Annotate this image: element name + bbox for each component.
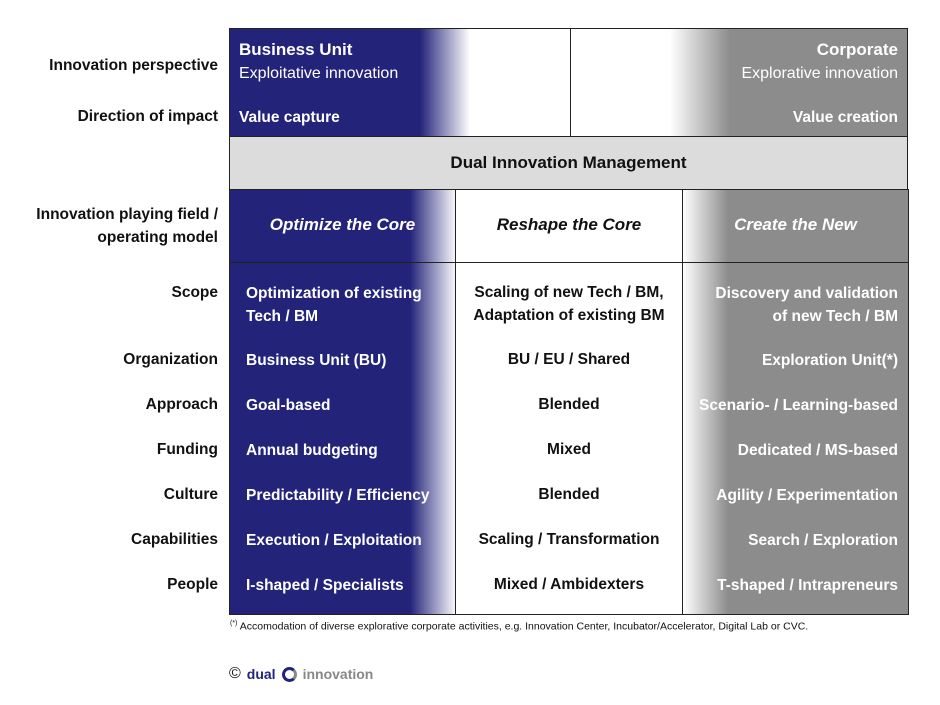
footnote-text: Accomodation of diverse explorative corp… [239,620,809,633]
cell-culture-1: Predictability / Efficiency [246,487,430,504]
label-approach: Approach [145,396,218,413]
label-people: People [167,576,218,593]
cell-approach-2: Blended [538,396,600,413]
corporate-sub: Explorative innovation [741,65,898,82]
cell-funding-2: Mixed [547,441,591,458]
cell-scope-1b: Tech / BM [246,308,319,325]
label-playing-field-2: operating model [97,229,218,246]
logo-innovation: innovation [302,666,374,682]
copyright-symbol: © [229,665,241,682]
label-funding: Funding [156,441,218,458]
cell-organization-1: Business Unit (BU) [246,352,387,369]
perspective-panel [229,28,908,137]
cell-funding-3: Dedicated / MS-based [737,442,898,459]
cell-people-3: T-shaped / Intrapreneurs [717,577,898,594]
column-title-reshape: Reshape the Core [496,215,642,234]
label-organization: Organization [123,351,218,368]
column-optimize [229,189,456,615]
divider [229,262,909,263]
cell-approach-3: Scenario- / Learning-based [699,397,898,414]
cell-scope-2b: Adaptation of existing BM [473,307,665,324]
cell-people-1: I-shaped / Specialists [246,577,404,594]
logo-dual: dual [246,666,276,682]
cell-people-2: Mixed / Ambidexters [493,576,645,593]
value-capture: Value capture [239,109,340,126]
column-reshape [455,189,683,615]
corporate-title: Corporate [816,40,898,59]
cell-scope-2: Scaling of new Tech / BM, [474,284,664,301]
cell-culture-2: Blended [538,486,600,503]
label-culture: Culture [163,486,218,503]
business-unit-sub: Exploitative innovation [239,65,399,82]
cell-organization-2: BU / EU / Shared [507,351,631,368]
cell-organization-3: Exploration Unit(*) [761,352,898,369]
divider [570,28,571,137]
label-perspective: Innovation perspective [49,57,218,74]
label-playing-field-1: Innovation playing field / [36,206,218,223]
column-create [682,189,909,615]
cell-culture-3: Agility / Experimentation [716,487,898,504]
cell-scope-3b: of new Tech / BM [772,308,898,325]
cell-scope-1: Optimization of existing [246,285,422,302]
footnote-mark: (*) [230,620,238,627]
dual-innovation-band: Dual Innovation Management [229,137,908,190]
column-title-optimize: Optimize the Core [269,215,416,234]
label-scope: Scope [171,284,218,301]
business-unit-title: Business Unit [239,40,353,59]
cell-capabilities-3: Search / Exploration [748,532,898,549]
cell-capabilities-1: Execution / Exploitation [246,532,422,549]
footnote: (*) Accomodation of diverse explorative … [230,620,808,633]
label-direction: Direction of impact [77,108,218,125]
value-creation: Value creation [792,109,898,126]
cell-funding-1: Annual budgeting [246,442,378,459]
logo: © dual innovation [229,665,373,683]
logo-ring-icon [281,666,297,682]
cell-approach-1: Goal-based [246,397,331,414]
cell-capabilities-2: Scaling / Transformation [478,531,660,548]
label-capabilities: Capabilities [131,531,218,548]
cell-scope-3: Discovery and validation [715,285,898,302]
column-title-create: Create the New [734,215,857,234]
